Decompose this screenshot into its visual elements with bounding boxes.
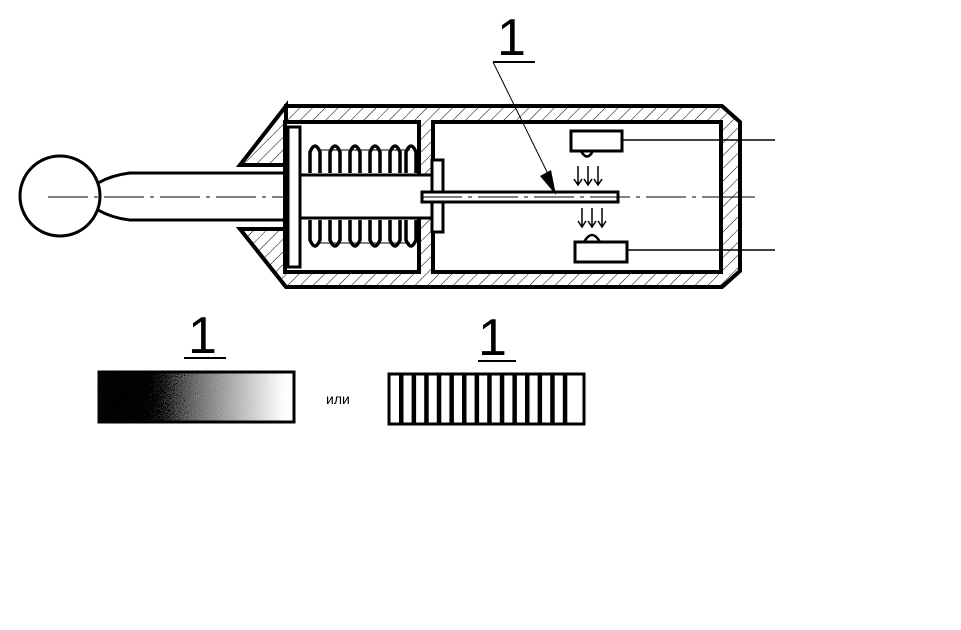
stripe: [525, 374, 530, 424]
stripe: [411, 374, 417, 424]
sensor-top: [569, 129, 775, 158]
stripe: [424, 374, 429, 424]
stripe: [512, 374, 517, 424]
sensor-bottom: [573, 233, 775, 264]
spring: [308, 144, 418, 248]
stripe: [499, 374, 505, 424]
sample-striped: 1: [387, 309, 586, 426]
callout-main-label: 1: [497, 9, 526, 67]
or-label: или: [326, 391, 350, 407]
ball-knob: [18, 154, 102, 238]
stripe: [537, 374, 543, 424]
handle-rod: [18, 154, 286, 238]
callout-right-label: 1: [478, 309, 507, 367]
sample-gradient: 1: [97, 307, 296, 424]
stripe: [474, 374, 480, 424]
stripe: [449, 374, 454, 424]
stripe: [436, 374, 442, 424]
callout-left-label: 1: [188, 307, 217, 365]
callout-main: 1: [492, 9, 556, 195]
field-arrows-icon: [573, 166, 607, 229]
spring-chamber: [283, 120, 421, 274]
piston-plate: [286, 125, 302, 269]
stripe: [550, 374, 555, 424]
stripe: [399, 374, 404, 424]
stripe: [562, 374, 568, 424]
stripe: [462, 374, 467, 424]
stripe: [487, 374, 492, 424]
